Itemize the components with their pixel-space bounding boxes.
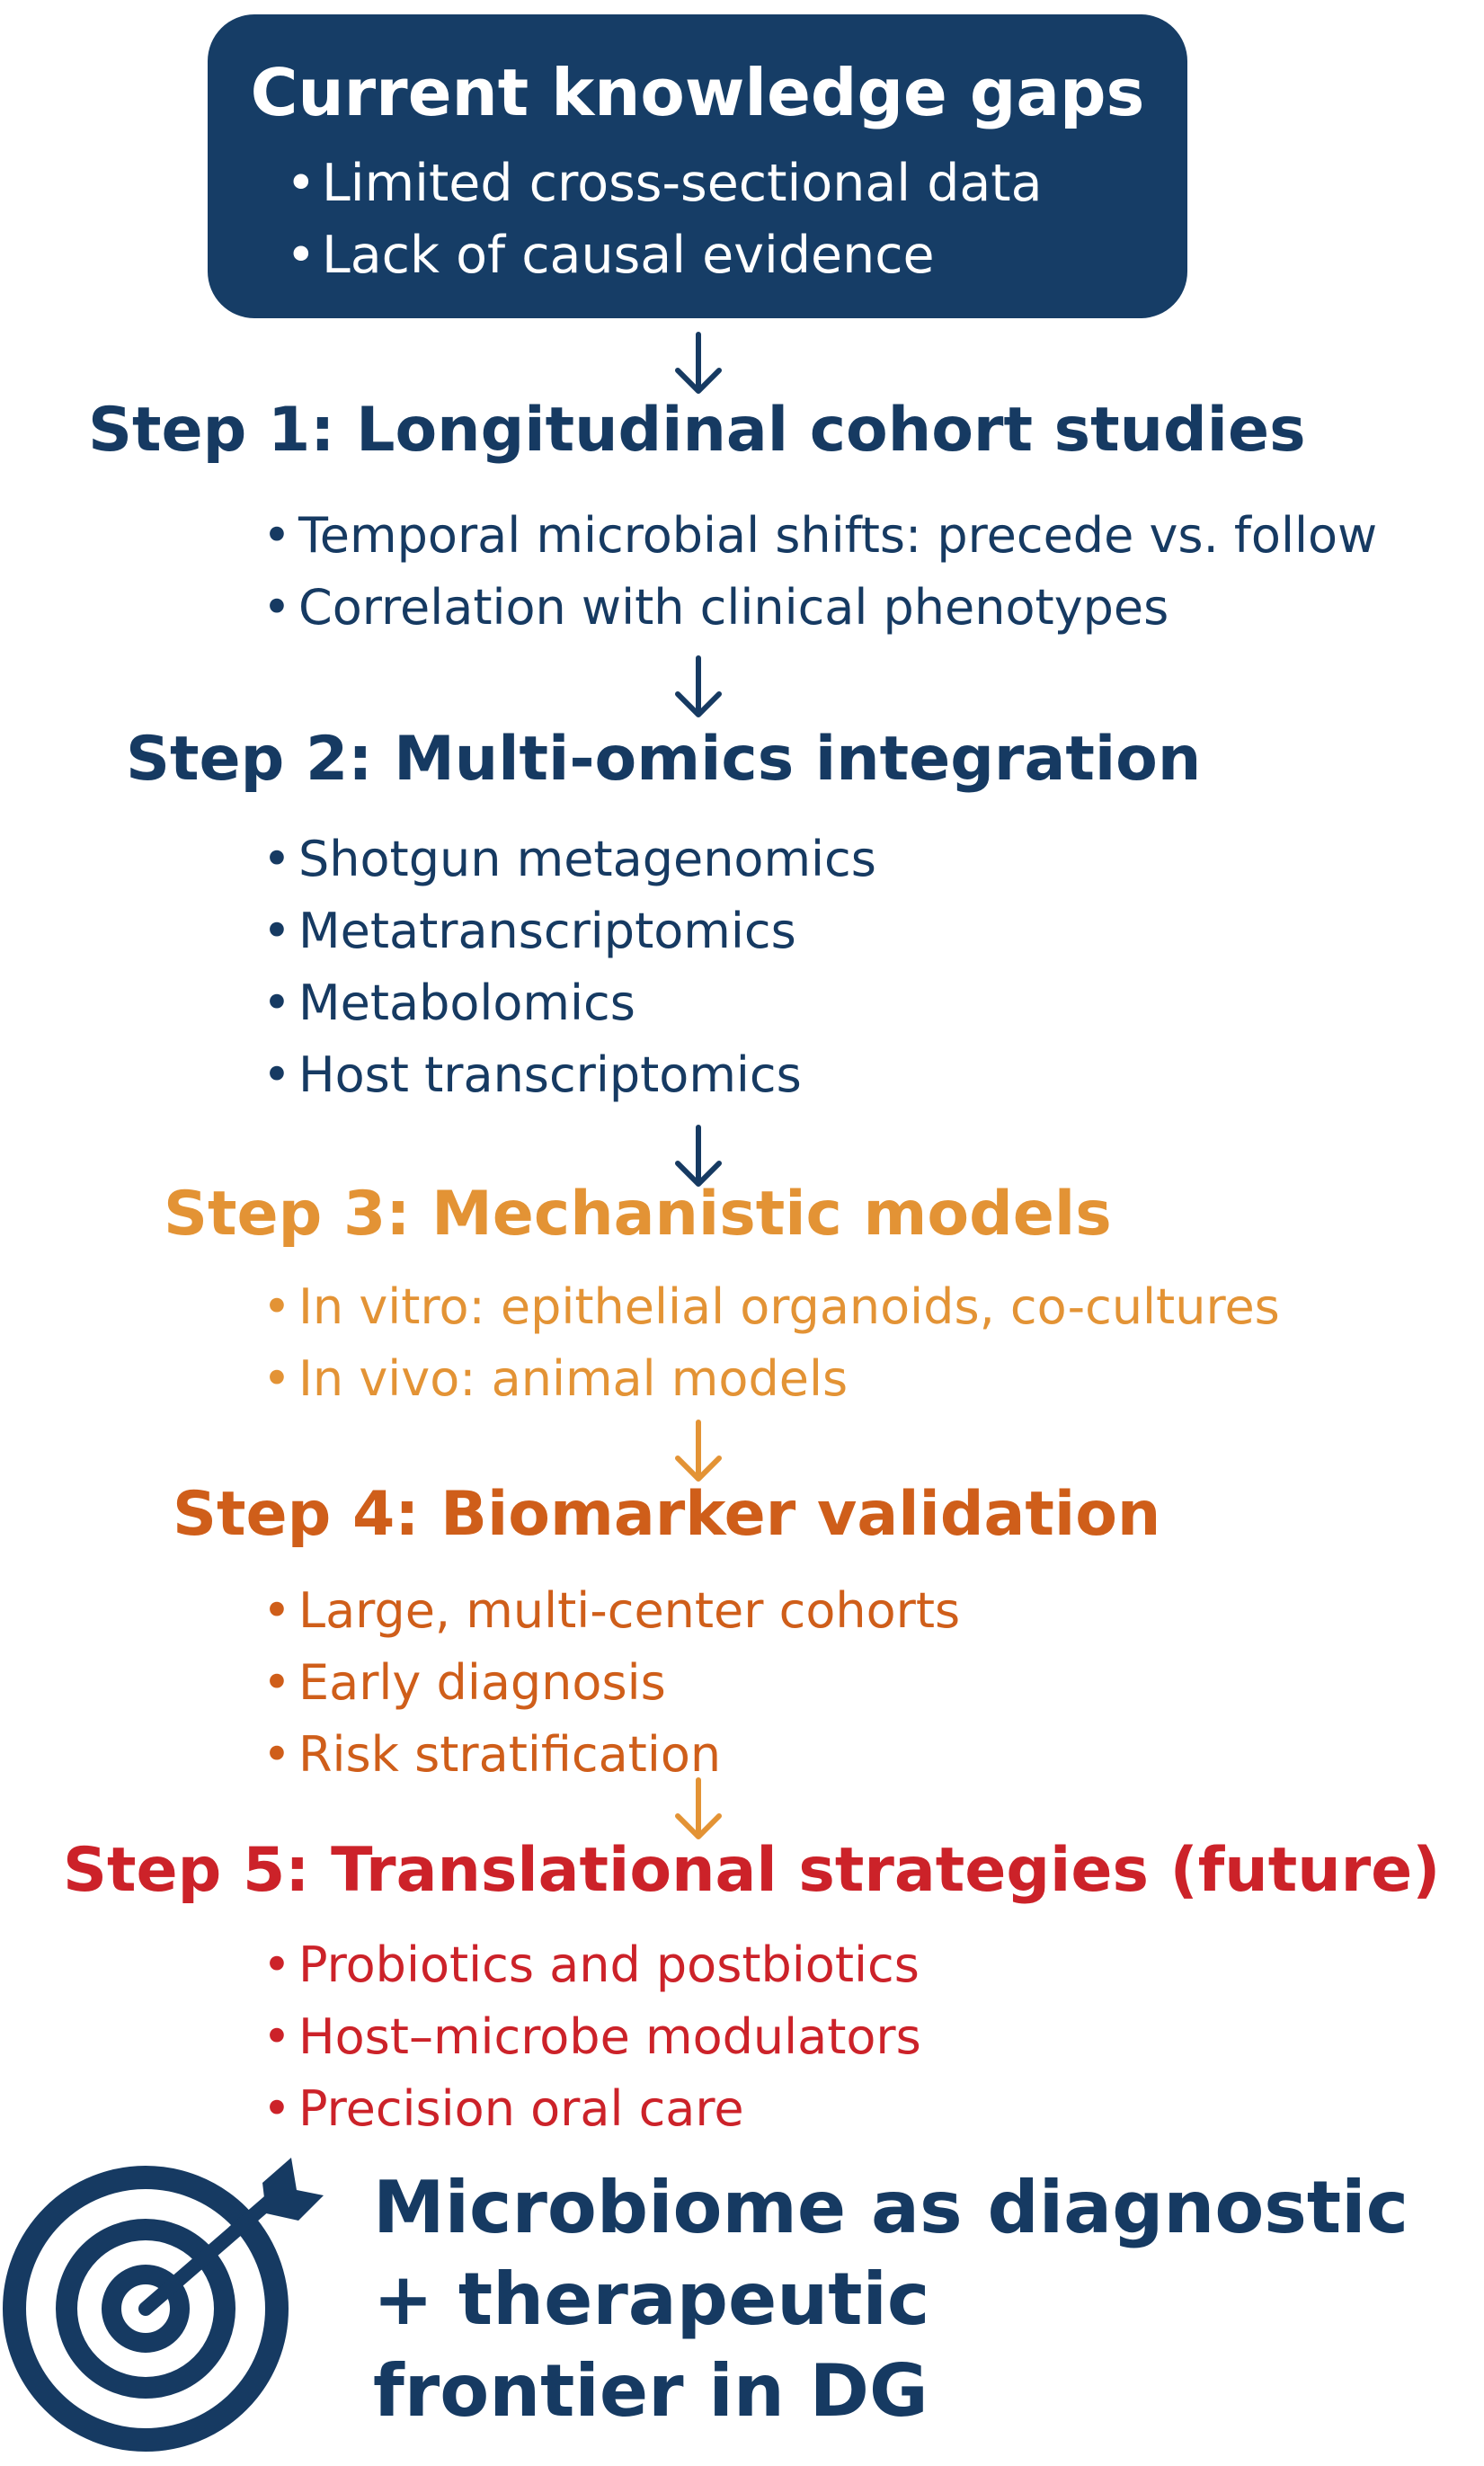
step-1-list: Temporal microbial shifts: precede vs. f…	[262, 500, 1377, 644]
knowledge-gap-item: Limited cross-sectional data	[286, 147, 1043, 219]
knowledge-gaps-list: Limited cross-sectional data Lack of cau…	[286, 147, 1043, 291]
conclusion-line: Microbiome as diagnostic	[373, 2166, 1408, 2249]
step-4-item: Early diagnosis	[262, 1647, 960, 1719]
target-icon	[0, 2149, 342, 2462]
step-3-item: In vitro: epithelial organoids, co-cultu…	[262, 1271, 1280, 1343]
conclusion-line: frontier in DG	[373, 2349, 929, 2433]
step-4-item: Large, multi-center cohorts	[262, 1575, 960, 1647]
conclusion-line: + therapeutic	[373, 2257, 930, 2341]
step-2-item: Shotgun metagenomics	[262, 823, 876, 895]
knowledge-gaps-title: Current knowledge gaps	[250, 55, 1145, 130]
step-5-title: Step 5: Translational strategies (future…	[63, 1835, 1441, 1906]
step-2-item: Metatranscriptomics	[262, 895, 876, 967]
step-4-title: Step 4: Biomarker validation	[173, 1479, 1161, 1550]
step-3-item: In vivo: animal models	[262, 1343, 1280, 1415]
step-5-item: Precision oral care	[262, 2073, 921, 2145]
down-arrow-icon	[667, 1776, 730, 1843]
step-5-item: Probiotics and postbiotics	[262, 1929, 921, 2001]
step-1-item: Correlation with clinical phenotypes	[262, 572, 1377, 644]
step-1-item: Temporal microbial shifts: precede vs. f…	[262, 500, 1377, 572]
step-3-title: Step 3: Mechanistic models	[164, 1179, 1112, 1250]
step-3-list: In vitro: epithelial organoids, co-cultu…	[262, 1271, 1280, 1415]
down-arrow-icon	[667, 1124, 730, 1190]
step-5-item: Host–microbe modulators	[262, 2001, 921, 2073]
step-2-item: Metabolomics	[262, 967, 876, 1039]
step-1-title: Step 1: Longitudinal cohort studies	[88, 395, 1306, 466]
down-arrow-icon	[667, 654, 730, 721]
step-4-list: Large, multi-center cohorts Early diagno…	[262, 1575, 960, 1791]
down-arrow-icon	[667, 1419, 730, 1485]
knowledge-gap-item: Lack of causal evidence	[286, 219, 1043, 291]
down-arrow-icon	[667, 331, 730, 397]
step-2-list: Shotgun metagenomics Metatranscriptomics…	[262, 823, 876, 1111]
step-4-item: Risk stratification	[262, 1719, 960, 1791]
step-2-title: Step 2: Multi-omics integration	[126, 724, 1202, 795]
step-2-item: Host transcriptomics	[262, 1039, 876, 1111]
step-5-list: Probiotics and postbiotics Host–microbe …	[262, 1929, 921, 2145]
conclusion-text: Microbiome as diagnostic + therapeutic f…	[373, 2162, 1408, 2437]
